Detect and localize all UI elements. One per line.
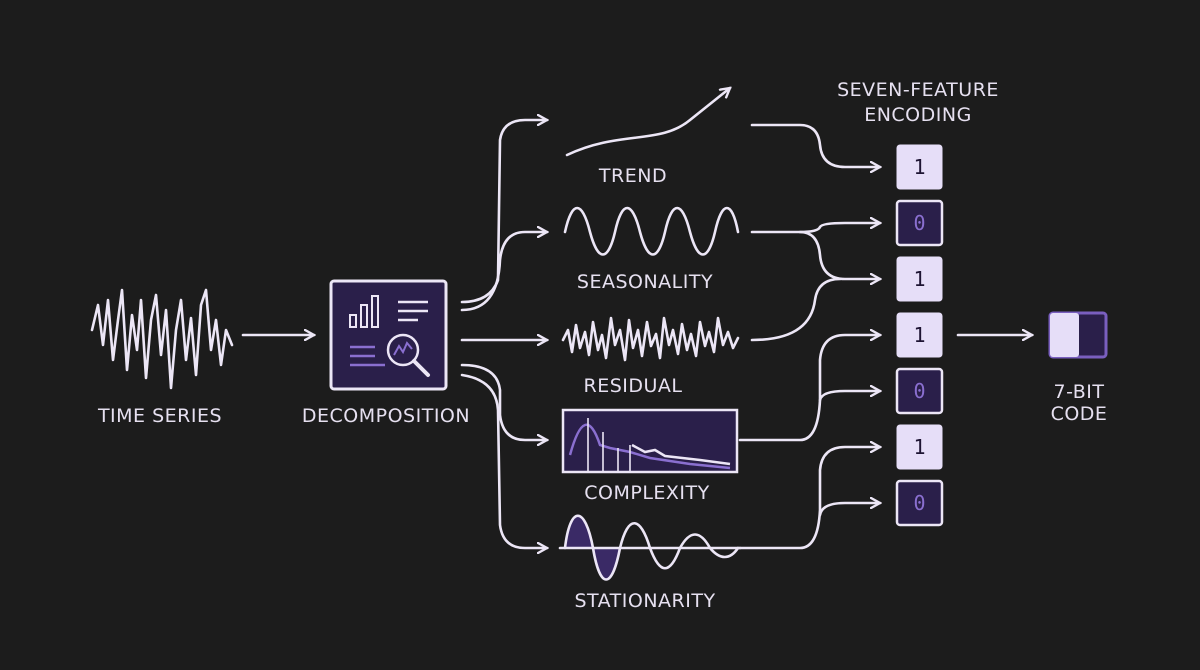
trend-label: TREND (598, 165, 667, 187)
encoding-title-line1: SEVEN-FEATURE (837, 79, 999, 101)
bit-cell: 1 (896, 424, 943, 470)
encoding-title-line2: ENCODING (864, 104, 972, 126)
bit-cell: 1 (896, 312, 943, 358)
time-series-wave (90, 288, 234, 390)
bit-cell: 1 (896, 256, 943, 302)
code-label-line1: 7-BIT (1053, 381, 1104, 403)
bit-value: 0 (913, 211, 925, 235)
feature-connectors (738, 123, 880, 550)
seasonality-wave (563, 206, 740, 256)
seasonality-label: SEASONALITY (577, 271, 713, 293)
bit-cell: 0 (895, 199, 944, 247)
bit-value: 1 (913, 155, 925, 179)
decomposition-icon (329, 279, 448, 391)
bit-box (895, 479, 944, 527)
bit-cell: 0 (895, 367, 944, 415)
bit-column: 1 0 1 1 0 1 0 (895, 144, 944, 527)
time-series-label: TIME SERIES (97, 405, 222, 427)
bit-box (896, 144, 943, 190)
bit-value: 1 (913, 267, 925, 291)
stationarity-wave (558, 514, 742, 581)
complexity-chart (561, 408, 739, 474)
bit-value: 1 (913, 435, 925, 459)
bit-box (895, 199, 944, 247)
code-label-line2: CODE (1051, 403, 1108, 425)
decomposition-label: DECOMPOSITION (302, 405, 470, 427)
stationarity-label: STATIONARITY (574, 590, 715, 612)
bit-box (896, 256, 943, 302)
complexity-label: COMPLEXITY (584, 482, 710, 504)
bit-value: 0 (913, 491, 925, 515)
residual-wave (561, 316, 740, 362)
bit-cell: 0 (895, 479, 944, 527)
bit-cell: 1 (896, 144, 943, 190)
branch-arrows (460, 120, 547, 548)
code-icon (1048, 311, 1108, 359)
bit-value: 1 (913, 323, 925, 347)
residual-label: RESIDUAL (584, 375, 683, 397)
bit-box (895, 367, 944, 415)
trend-curve (565, 88, 730, 157)
bit-value: 0 (913, 379, 925, 403)
bit-box (896, 312, 943, 358)
bit-box (896, 424, 943, 470)
